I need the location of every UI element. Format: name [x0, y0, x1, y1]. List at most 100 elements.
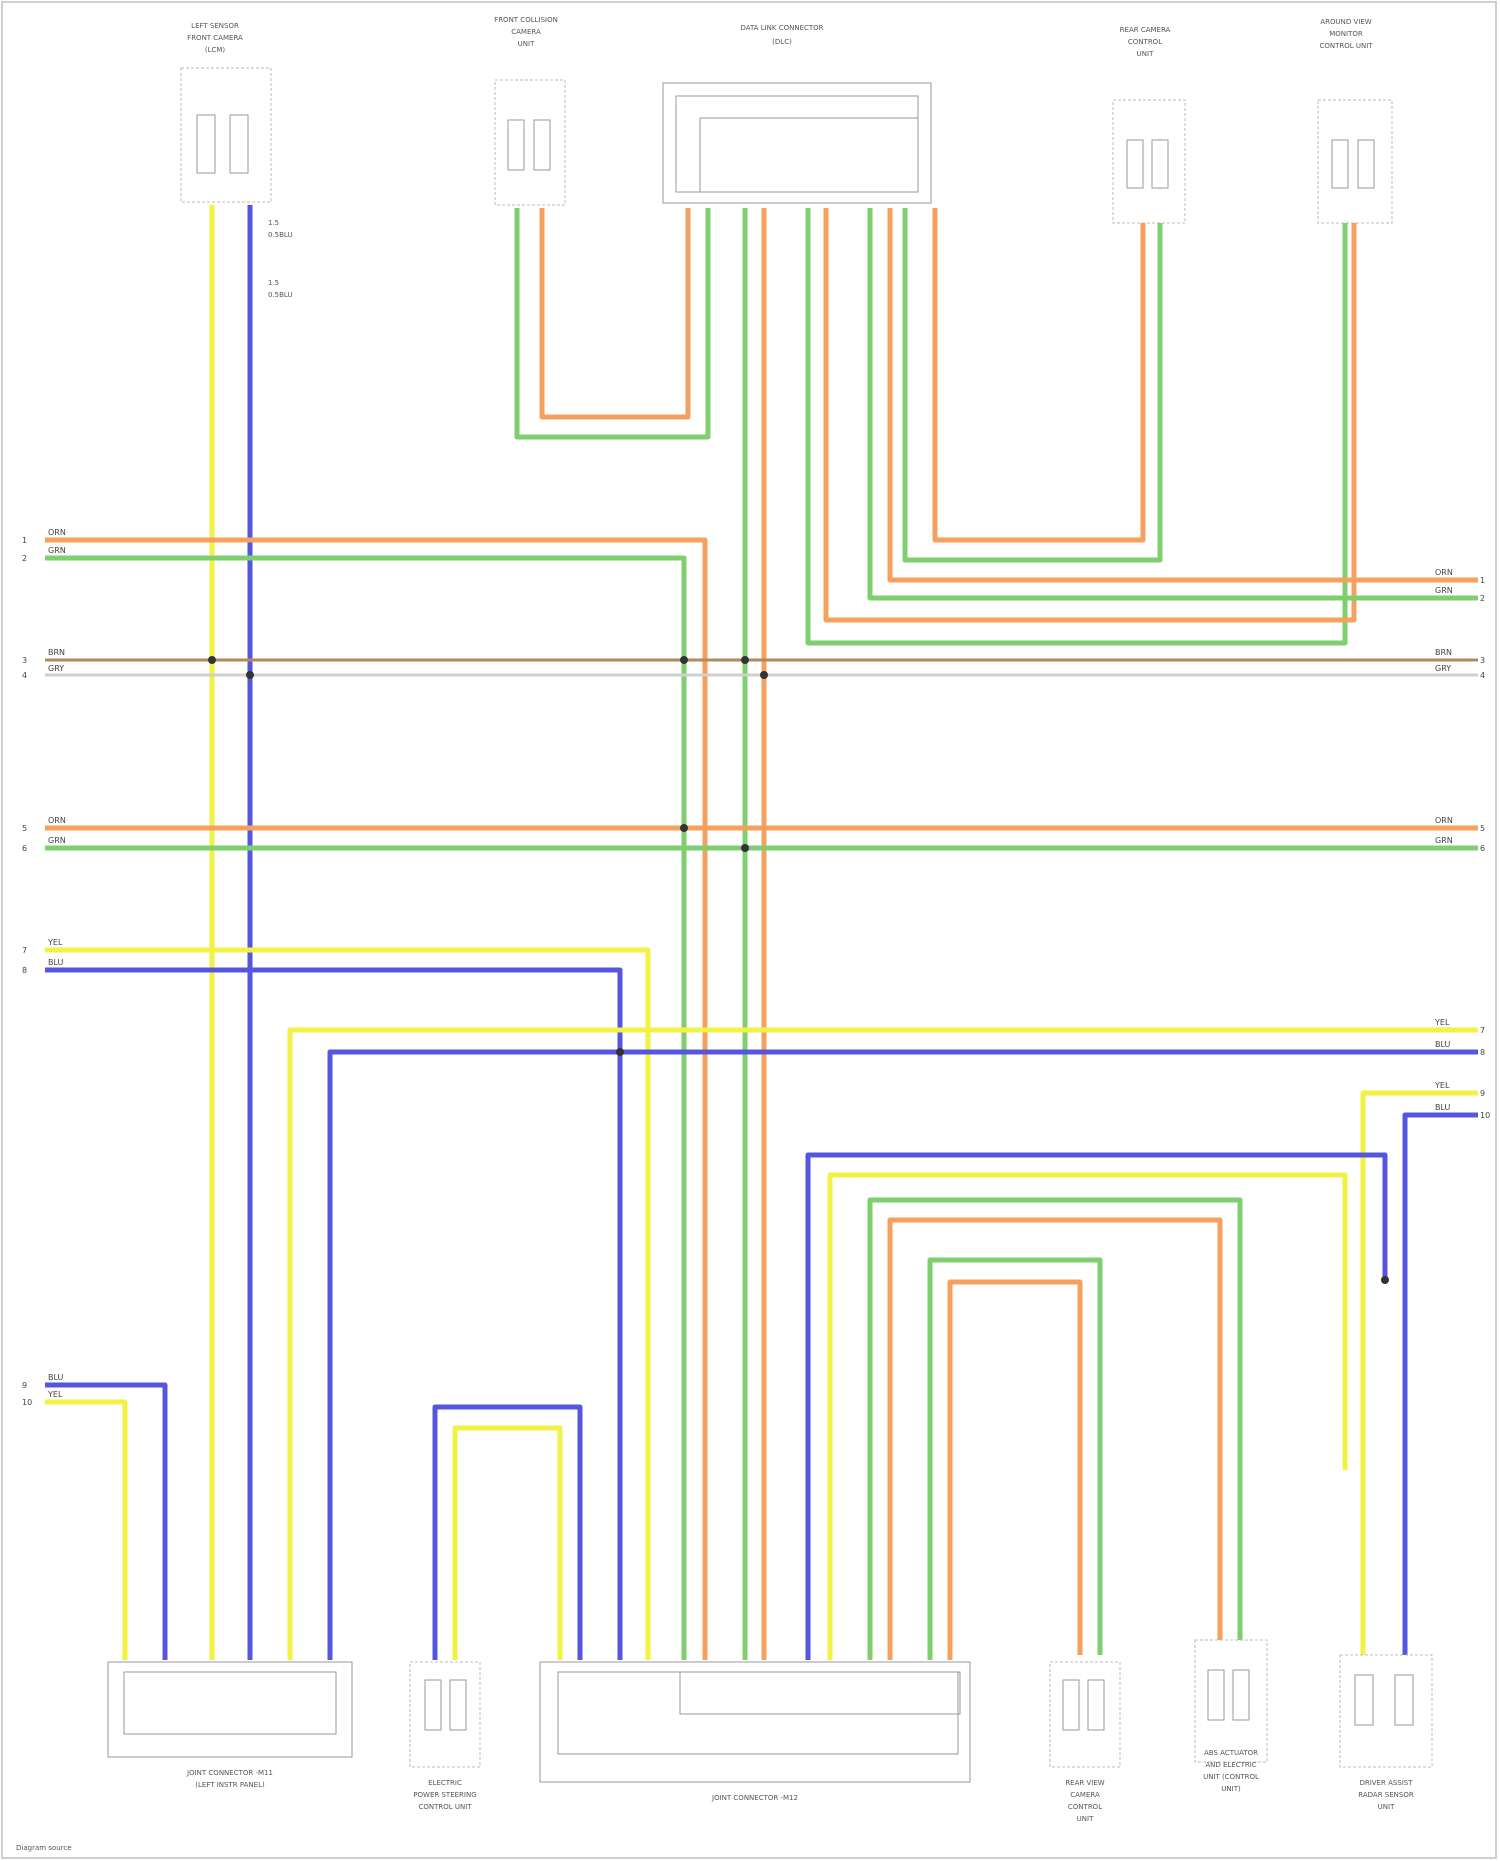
svg-text:GRN: GRN [1435, 836, 1453, 845]
svg-text:BLU: BLU [1435, 1040, 1451, 1049]
svg-text:DRIVER ASSIST: DRIVER ASSIST [1359, 1779, 1413, 1787]
svg-text:BLU: BLU [48, 958, 64, 967]
svg-text:UNIT): UNIT) [1221, 1785, 1241, 1793]
svg-text:7: 7 [22, 946, 27, 955]
svg-text:3: 3 [22, 656, 27, 665]
wire-green-frcu [517, 208, 708, 437]
svg-text:ORN: ORN [1435, 816, 1453, 825]
svg-text:YEL: YEL [1434, 1081, 1450, 1090]
bottom-component-abs: ABS ACTUATOR AND ELECTRIC UNIT (CONTROL … [1195, 1640, 1267, 1793]
svg-text:AND ELECTRIC: AND ELECTRIC [1205, 1761, 1256, 1769]
wires [45, 205, 1478, 1660]
svg-text:POWER STEERING: POWER STEERING [413, 1791, 476, 1799]
wire-green-loop [870, 1200, 1240, 1660]
svg-text:REAR VIEW: REAR VIEW [1065, 1779, 1104, 1787]
svg-text:7: 7 [1480, 1026, 1485, 1035]
svg-text:GRN: GRN [48, 546, 66, 555]
svg-text:ORN: ORN [48, 816, 66, 825]
svg-text:YEL: YEL [1434, 1018, 1450, 1027]
wire-orange-frcu [542, 208, 688, 417]
footer-text: Diagram source [16, 1844, 72, 1852]
right-pin-labels: 1 ORN 2 GRN 3 BRN 4 GRY 5 ORN 6 GRN 7 YE… [1434, 568, 1490, 1120]
svg-text:FRONT COLLISION: FRONT COLLISION [494, 16, 558, 24]
svg-text:UNIT: UNIT [1137, 50, 1154, 58]
svg-text:UNIT (CONTROL: UNIT (CONTROL [1203, 1773, 1259, 1781]
svg-text:CONTROL: CONTROL [1128, 38, 1162, 46]
top-component-dlc: DATA LINK CONNECTOR (DLC) [663, 24, 931, 203]
svg-text:REAR CAMERA: REAR CAMERA [1120, 26, 1171, 34]
svg-text:0.5BLU: 0.5BLU [268, 291, 293, 299]
wire-green-loop2 [930, 1260, 1100, 1660]
svg-text:CAMERA: CAMERA [511, 28, 541, 36]
svg-text:BLU: BLU [1435, 1103, 1451, 1112]
svg-text:CONTROL UNIT: CONTROL UNIT [418, 1803, 472, 1811]
svg-text:AROUND VIEW: AROUND VIEW [1320, 18, 1371, 26]
bottom-component-jb1: JOINT CONNECTOR -M11 (LEFT INSTR PANEL) [108, 1662, 352, 1789]
wire-blue-adas [1405, 1115, 1478, 1655]
svg-text:6: 6 [22, 844, 27, 853]
top-component-frcu: FRONT COLLISION CAMERA UNIT [494, 16, 565, 205]
svg-text:6: 6 [1480, 844, 1485, 853]
svg-text:GRY: GRY [48, 664, 64, 673]
svg-text:3: 3 [1480, 656, 1485, 665]
svg-text:LEFT SENSOR: LEFT SENSOR [191, 22, 239, 30]
svg-text:RADAR SENSOR: RADAR SENSOR [1358, 1791, 1414, 1799]
svg-text:FRONT CAMERA: FRONT CAMERA [187, 34, 243, 42]
svg-text:ORN: ORN [1435, 568, 1453, 577]
svg-text:8: 8 [22, 966, 27, 975]
svg-text:2: 2 [22, 554, 27, 563]
svg-text:UNIT: UNIT [1077, 1815, 1094, 1823]
wire-yellow-ecm [455, 1428, 560, 1660]
svg-text:ORN: ORN [48, 528, 66, 537]
splice-code-labels: 1.5 0.5BLU 1.5 0.5BLU [268, 219, 293, 299]
svg-text:ABS ACTUATOR: ABS ACTUATOR [1204, 1749, 1258, 1757]
svg-text:UNIT: UNIT [1378, 1803, 1395, 1811]
top-component-lcm: LEFT SENSOR FRONT CAMERA (LCM) [181, 22, 271, 202]
svg-text:YEL: YEL [47, 938, 63, 947]
svg-text:8: 8 [1480, 1048, 1485, 1057]
wire-yellow-left-bottom [45, 1402, 125, 1660]
svg-text:MONITOR: MONITOR [1329, 30, 1363, 38]
bottom-component-ecm: ELECTRIC POWER STEERING CONTROL UNIT [410, 1662, 480, 1811]
wire-yellow-loop [830, 1175, 1345, 1660]
svg-text:BRN: BRN [48, 648, 65, 657]
svg-text:9: 9 [22, 1381, 27, 1390]
svg-text:GRY: GRY [1435, 664, 1451, 673]
svg-text:(LCM): (LCM) [205, 46, 226, 54]
wire-orange-dlc-3 [890, 208, 1478, 580]
svg-text:BRN: BRN [1435, 648, 1452, 657]
svg-text:CONTROL: CONTROL [1068, 1803, 1102, 1811]
svg-text:1: 1 [1480, 576, 1485, 585]
wire-blue-left-bottom [45, 1385, 165, 1660]
svg-text:GRN: GRN [1435, 586, 1453, 595]
wire-yellow-right [290, 1030, 1478, 1660]
wire-orange-loop2 [950, 1282, 1080, 1660]
svg-text:5: 5 [22, 824, 27, 833]
svg-text:1.5: 1.5 [268, 279, 279, 287]
svg-text:DATA LINK CONNECTOR: DATA LINK CONNECTOR [740, 24, 823, 32]
svg-text:(LEFT INSTR PANEL): (LEFT INSTR PANEL) [195, 1781, 265, 1789]
wire-blue-right [330, 1052, 1478, 1660]
svg-text:(DLC): (DLC) [772, 38, 792, 46]
svg-text:GRN: GRN [48, 836, 66, 845]
top-component-apm: AROUND VIEW MONITOR CONTROL UNIT [1318, 18, 1392, 223]
svg-text:YEL: YEL [47, 1390, 63, 1399]
svg-text:1: 1 [22, 536, 27, 545]
svg-text:4: 4 [1480, 671, 1485, 680]
wire-orange-bus1 [45, 540, 705, 1660]
svg-text:5: 5 [1480, 824, 1485, 833]
svg-text:CAMERA: CAMERA [1070, 1791, 1100, 1799]
svg-text:JOINT CONNECTOR -M12: JOINT CONNECTOR -M12 [711, 1794, 798, 1802]
wire-orange-dlc-4 [935, 208, 1143, 540]
wire-green-dlc-4 [905, 208, 1160, 560]
wire-yellow-adas [1363, 1093, 1478, 1655]
svg-text:UNIT: UNIT [518, 40, 535, 48]
svg-text:CONTROL UNIT: CONTROL UNIT [1319, 42, 1373, 50]
top-component-rc: REAR CAMERA CONTROL UNIT [1113, 26, 1185, 223]
svg-text:10: 10 [22, 1398, 32, 1407]
svg-text:BLU: BLU [48, 1373, 64, 1382]
svg-text:1.5: 1.5 [268, 219, 279, 227]
svg-text:4: 4 [22, 671, 27, 680]
svg-text:JOINT CONNECTOR -M11: JOINT CONNECTOR -M11 [186, 1769, 273, 1777]
